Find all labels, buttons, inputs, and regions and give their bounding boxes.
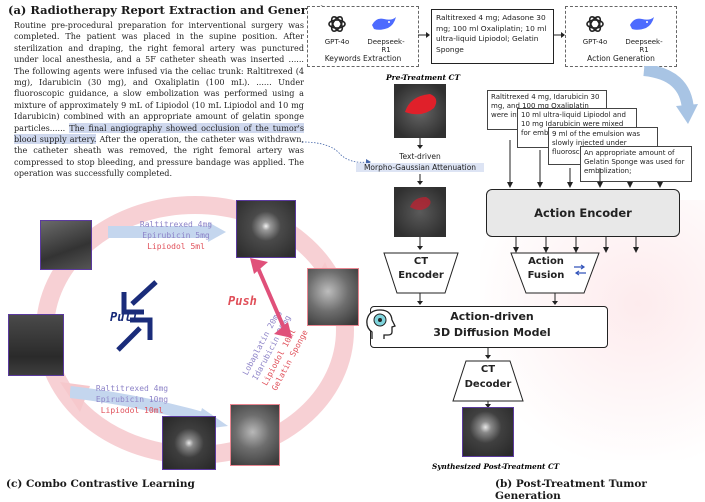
combo-ct-2	[236, 200, 296, 258]
blue-arrow-top	[108, 222, 226, 242]
arrow-attenuation-down	[417, 174, 423, 185]
action-encoder-block	[486, 189, 680, 237]
combo-ct-5	[162, 416, 216, 470]
action-generation-label: Action Generation	[587, 54, 655, 63]
combo-2-drug-1: Raltitrexed 4mg	[95, 384, 169, 393]
diffusion-model-block	[370, 306, 608, 348]
ct-encoder-label-2: Encoder	[398, 270, 444, 281]
combo-ct-3	[307, 268, 359, 326]
arrow-pre-ct-down	[417, 138, 423, 149]
keywords-result-text: Raltitrexed 4 mg; Adasone 30 mg; 100 ml …	[436, 13, 547, 54]
combo-1-drugs: Raltitrexed 4mg Epirubicin 5mg Lipiodol …	[126, 219, 226, 252]
attenuated-tumor-mask	[410, 197, 431, 210]
report-text: Routine pre-procedural preparation for i…	[14, 20, 304, 180]
attenuation-label-1: Text-driven	[399, 152, 441, 161]
action-generation-box: GPT-4o Deepseek-R1 Action Generation	[565, 6, 677, 67]
diffusion-label-2: 3D Diffusion Model	[433, 326, 551, 339]
arrow-extraction-to-keywords	[418, 32, 430, 38]
keywords-extraction-label: Keywords Extraction	[324, 54, 402, 63]
combo-ct-1	[40, 220, 92, 270]
llm-2-label: Deepseek-R1	[625, 38, 663, 54]
action-fusion-block	[510, 252, 600, 294]
action-fusion-label-1: Action	[528, 256, 564, 267]
deepseek-logo-icon	[630, 17, 654, 30]
pull-label: Pull	[110, 310, 139, 324]
llm-2-label: Deepseek-R1	[367, 38, 405, 54]
combo-1-drug-3: Lipiodol 5ml	[147, 242, 205, 251]
gpt-logo-icon	[328, 15, 346, 33]
action-fusion-label-2: Fusion	[527, 270, 565, 281]
brain-head-icon	[366, 309, 396, 339]
curved-arrow-to-actions	[643, 66, 698, 124]
push-arrow-icon	[250, 258, 292, 338]
diffusion-to-decoder-arrow	[485, 347, 491, 359]
ct-decoder-label-1: CT	[480, 364, 496, 375]
pre-ct-label: Pre-Treatment CT	[386, 73, 461, 82]
ct-encoder-block	[383, 252, 459, 294]
arrow-keywords-to-generation	[553, 32, 565, 38]
combo-1-drug-2: Epirubicin 5mg	[142, 231, 210, 240]
arrow-to-ct-encoder	[417, 237, 423, 250]
action-encoder-label: Action Encoder	[534, 206, 632, 220]
combo-1-drug-1: Raltitrexed 4mg	[139, 220, 213, 229]
combo-2-drug-2: Epirubicin 10mg	[95, 395, 169, 404]
report-tail: After the operation, the catheter was wi…	[14, 134, 304, 179]
tumor-mask	[405, 94, 437, 115]
fusion-to-diffusion-arrow	[552, 293, 558, 305]
action-note-4: An appropriate amount of Gelatin Sponge …	[580, 146, 692, 182]
llm-1-label: GPT-4o	[324, 38, 350, 46]
keywords-extraction-box: GPT-4o Deepseek-R1 Keywords Extraction	[307, 6, 419, 67]
combo-ct-6	[230, 404, 280, 466]
deepseek-logo-icon	[372, 17, 396, 30]
ct-encoder-label-1: CT	[413, 256, 429, 267]
combo-ct-4	[8, 314, 64, 376]
combo-2-drugs: Raltitrexed 4mg Epirubicin 10mg Lipiodol…	[82, 383, 182, 416]
encoder-to-fusion-arrows	[513, 237, 639, 253]
panel-b-title: (b) Post-Treatment Tumor Generation	[495, 478, 647, 502]
notes-to-encoder-arrows	[507, 140, 663, 188]
pull-arrows-icon	[116, 280, 158, 352]
panel-c-title: (c) Combo Contrastive Learning	[6, 478, 195, 490]
attenuated-ct-image	[394, 187, 446, 237]
decoder-to-output-arrow	[485, 401, 491, 408]
gpt-logo-icon	[586, 15, 604, 33]
keywords-result-box: Raltitrexed 4 mg; Adasone 30 mg; 100 ml …	[431, 9, 554, 64]
push-label: Push	[228, 294, 257, 308]
ct-decoder-block	[452, 360, 524, 402]
panel-a-title: (a) Radiotherapy Report Extraction and G…	[8, 3, 340, 17]
pre-treatment-ct-image	[394, 84, 446, 138]
encoder-to-diffusion-arrow	[417, 293, 423, 305]
ct-decoder-label-2: Decoder	[464, 379, 512, 390]
attenuation-label-2: Morpho-Gaussian Attenuation	[356, 163, 484, 172]
combo-2-drug-3: Lipiodol 10ml	[100, 406, 164, 415]
fusion-arrows-icon	[574, 264, 586, 276]
synthesized-ct-image	[462, 407, 514, 457]
synthesized-ct-label: Synthesized Post-Treatment CT	[432, 462, 560, 471]
report-body: Routine pre-procedural preparation for i…	[14, 20, 304, 133]
llm-1-label: GPT-4o	[582, 38, 608, 46]
diffusion-label-1: Action-driven	[450, 310, 534, 323]
